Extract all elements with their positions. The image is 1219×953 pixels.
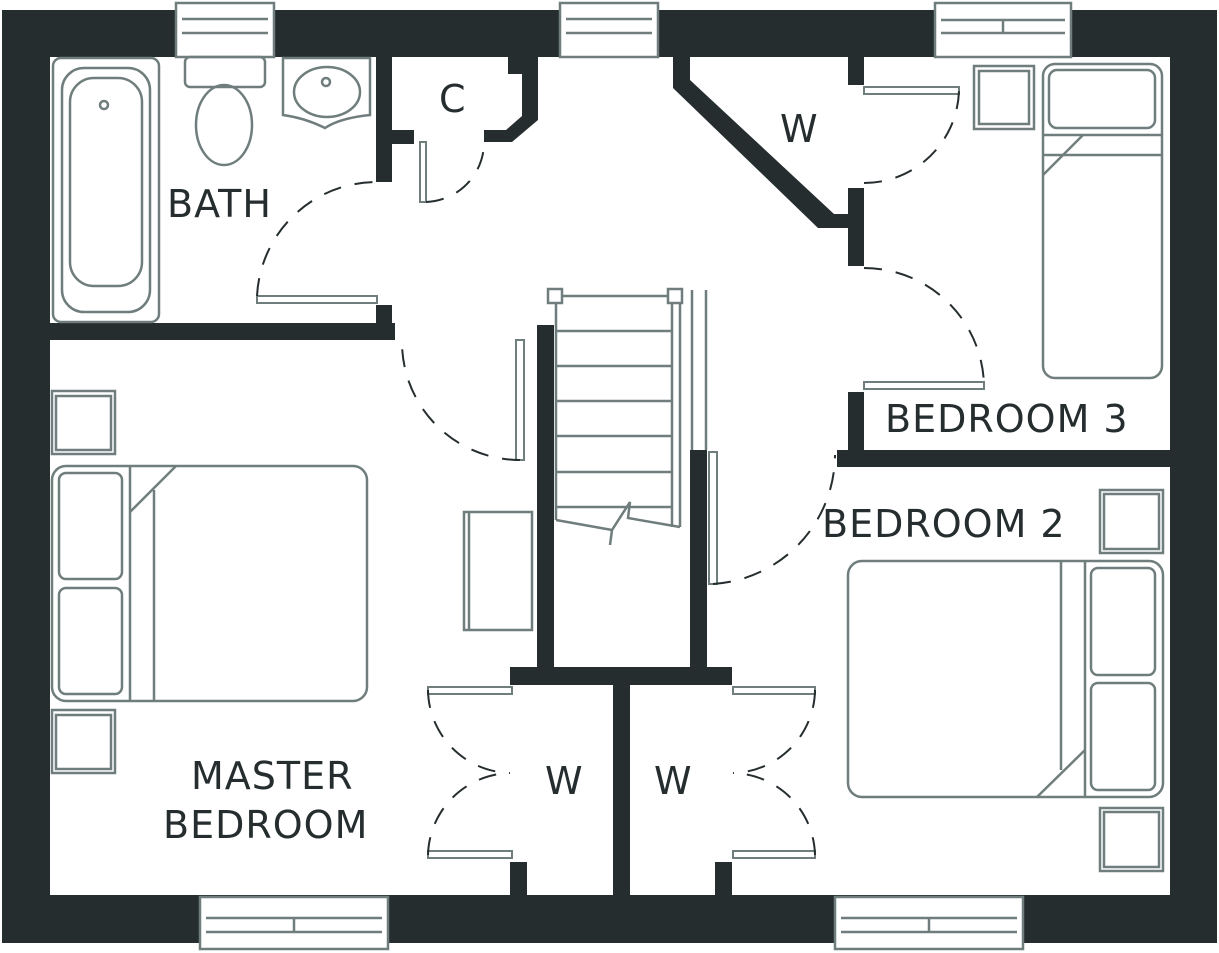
bedside-table-icon bbox=[1098, 806, 1165, 873]
sink-icon bbox=[281, 56, 372, 130]
room-label-wardrobe-master: W bbox=[545, 759, 584, 803]
room-label-bedroom-3: BEDROOM 3 bbox=[885, 397, 1129, 441]
room-label-bedroom-2: BEDROOM 2 bbox=[822, 502, 1066, 546]
bath-fixtures bbox=[51, 55, 372, 324]
windows bbox=[174, 1, 1073, 951]
room-label-wardrobe-bedroom2: W bbox=[654, 759, 693, 803]
bedside-table-icon bbox=[1098, 488, 1165, 555]
bedside-table-icon bbox=[50, 708, 117, 775]
room-label-wardrobe-bedroom3: W bbox=[780, 107, 819, 151]
room-label-master-line2: BEDROOM bbox=[163, 803, 369, 847]
room-label-cupboard: C bbox=[439, 77, 467, 121]
bathtub-icon bbox=[51, 56, 161, 324]
room-label-master-line1: MASTER bbox=[191, 754, 354, 798]
door-swings bbox=[256, 89, 985, 856]
bedside-table-icon bbox=[50, 389, 117, 456]
bedside-table-icon bbox=[972, 64, 1036, 131]
staircase bbox=[546, 287, 708, 546]
toilet-icon bbox=[183, 55, 267, 89]
room-label-bath: BATH bbox=[167, 182, 272, 226]
furniture bbox=[50, 62, 1165, 873]
